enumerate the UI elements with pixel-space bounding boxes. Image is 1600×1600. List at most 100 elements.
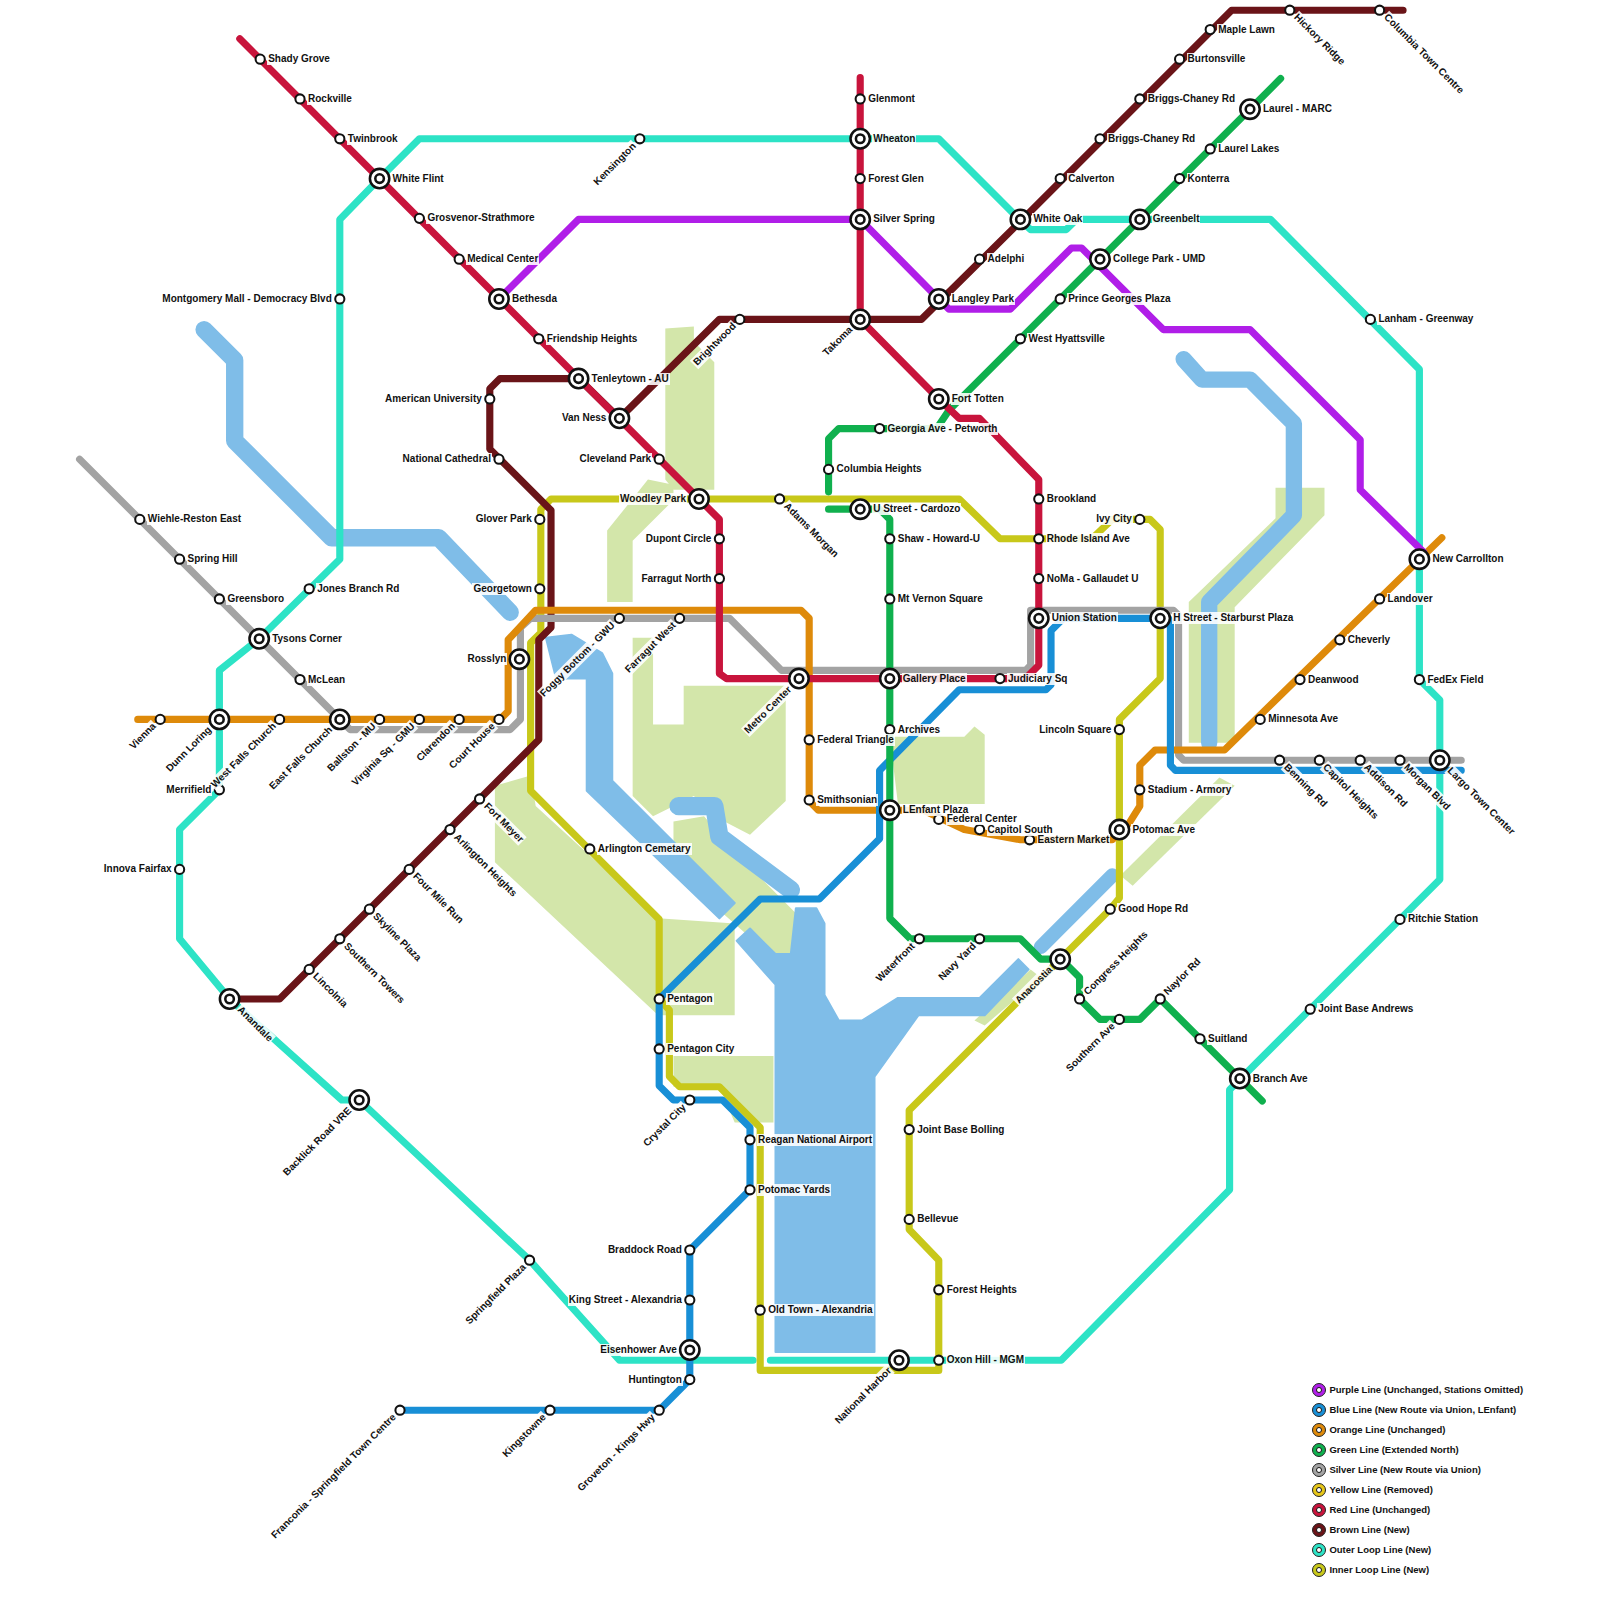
interchange-core: [856, 505, 865, 514]
station-marker: [851, 499, 870, 518]
station-marker: [1034, 494, 1043, 503]
station-name: Oxon Hill - MGM: [946, 1354, 1025, 1366]
station-name: Suitland: [1207, 1033, 1248, 1045]
station-marker: [1029, 609, 1048, 628]
station-name: Good Hope Rd: [1117, 903, 1189, 915]
interchange-core: [934, 395, 943, 404]
station-ring: [1034, 574, 1043, 583]
station-ring: [975, 825, 984, 834]
swatch-dot: [1316, 1567, 1322, 1573]
park-area: [890, 727, 985, 805]
station-ring: [1135, 94, 1144, 103]
station-marker: [880, 669, 899, 688]
station-name: Tenleytown - AU: [591, 373, 670, 385]
station-ring: [455, 255, 464, 264]
swatch-dot: [1316, 1487, 1322, 1493]
station-marker: [1025, 835, 1034, 844]
station-name: Burtonsville: [1187, 53, 1247, 65]
swatch-dot: [1316, 1427, 1322, 1433]
interchange-core: [1136, 215, 1145, 224]
station-ring: [756, 1306, 765, 1315]
station-ring: [735, 315, 744, 324]
station-marker: [1090, 249, 1109, 268]
station-marker: [885, 594, 894, 603]
station-marker: [915, 934, 924, 943]
station-ring: [220, 989, 239, 1008]
station-name: Backlick Road VRE: [280, 1104, 355, 1179]
station-marker: [585, 844, 594, 853]
station-marker: [685, 1095, 694, 1104]
station-name: Southern Ave: [1063, 1020, 1118, 1075]
station-ring: [1356, 756, 1365, 765]
station-marker: [1306, 1005, 1315, 1014]
station-marker: [1395, 915, 1404, 924]
legend-swatch: [1312, 1463, 1326, 1477]
station-marker: [1295, 675, 1304, 684]
station-name: Georgetown: [472, 583, 532, 595]
station-name: Laurel Lakes: [1217, 143, 1280, 155]
station-ring: [610, 409, 629, 428]
station-ring: [535, 584, 544, 593]
station-name: Rockville: [307, 93, 353, 105]
station-ring: [370, 169, 389, 188]
metro-line: [180, 179, 753, 1361]
legend-item: Blue Line (New Route via Union, LEnfant): [1312, 1403, 1516, 1417]
station-ring: [215, 594, 224, 603]
interchange-core: [695, 495, 704, 504]
station-name: Potomac Ave: [1131, 824, 1196, 836]
station-name: National Cathedral: [402, 453, 492, 465]
river: [546, 635, 735, 919]
station-marker: [215, 594, 224, 603]
station-name: Grosvenor-Strathmore: [426, 212, 535, 224]
station-marker: [905, 1215, 914, 1224]
interchange-core: [895, 1356, 904, 1365]
metro-line: [400, 618, 1461, 1410]
station-marker: [1075, 994, 1084, 1003]
station-name: Farragut North: [640, 573, 712, 585]
station-name: Takoma: [820, 324, 856, 360]
interchange-core: [515, 655, 524, 664]
station-marker: [1240, 99, 1259, 118]
swatch-dot: [1316, 1467, 1322, 1473]
station-marker: [370, 169, 389, 188]
station-name: Waterfront: [873, 939, 918, 984]
interchange-core: [856, 315, 865, 324]
station-marker: [475, 794, 484, 803]
interchange-core: [795, 674, 804, 683]
legend-swatch: [1312, 1383, 1326, 1397]
station-marker: [851, 310, 870, 329]
station-marker: [655, 455, 664, 464]
station-marker: [485, 394, 494, 403]
station-ring: [415, 214, 424, 223]
legend-item: Inner Loop Line (New): [1312, 1563, 1429, 1577]
station-ring: [1156, 994, 1165, 1003]
station-marker: [1395, 756, 1404, 765]
station-marker: [1256, 715, 1265, 724]
station-marker: [1110, 820, 1129, 839]
station-marker: [220, 989, 239, 1008]
station-marker: [1051, 949, 1070, 968]
station-marker: [295, 675, 304, 684]
station-marker: [1135, 94, 1144, 103]
station-ring: [789, 669, 808, 688]
station-marker: [715, 534, 724, 543]
station-ring: [1106, 905, 1115, 914]
station-ring: [1095, 134, 1104, 143]
legend-item: Brown Line (New): [1312, 1523, 1409, 1537]
station-ring: [175, 865, 184, 874]
station-ring: [365, 905, 374, 914]
station-name: American University: [384, 393, 483, 405]
interchange-core: [856, 134, 865, 143]
river: [737, 908, 1029, 1352]
legend-text: Brown Line (New): [1329, 1524, 1409, 1535]
interchange-core: [615, 414, 624, 423]
interchange-core: [886, 674, 895, 683]
station-name: Archives: [897, 724, 941, 736]
legend-text: Silver Line (New Route via Union): [1329, 1464, 1481, 1475]
station-ring: [585, 844, 594, 853]
station-name: Lincolnia: [310, 970, 351, 1011]
station-ring: [135, 515, 144, 524]
station-name: H Street - Starburst Plaza: [1172, 612, 1294, 624]
station-name: Kingstowne: [499, 1411, 549, 1461]
